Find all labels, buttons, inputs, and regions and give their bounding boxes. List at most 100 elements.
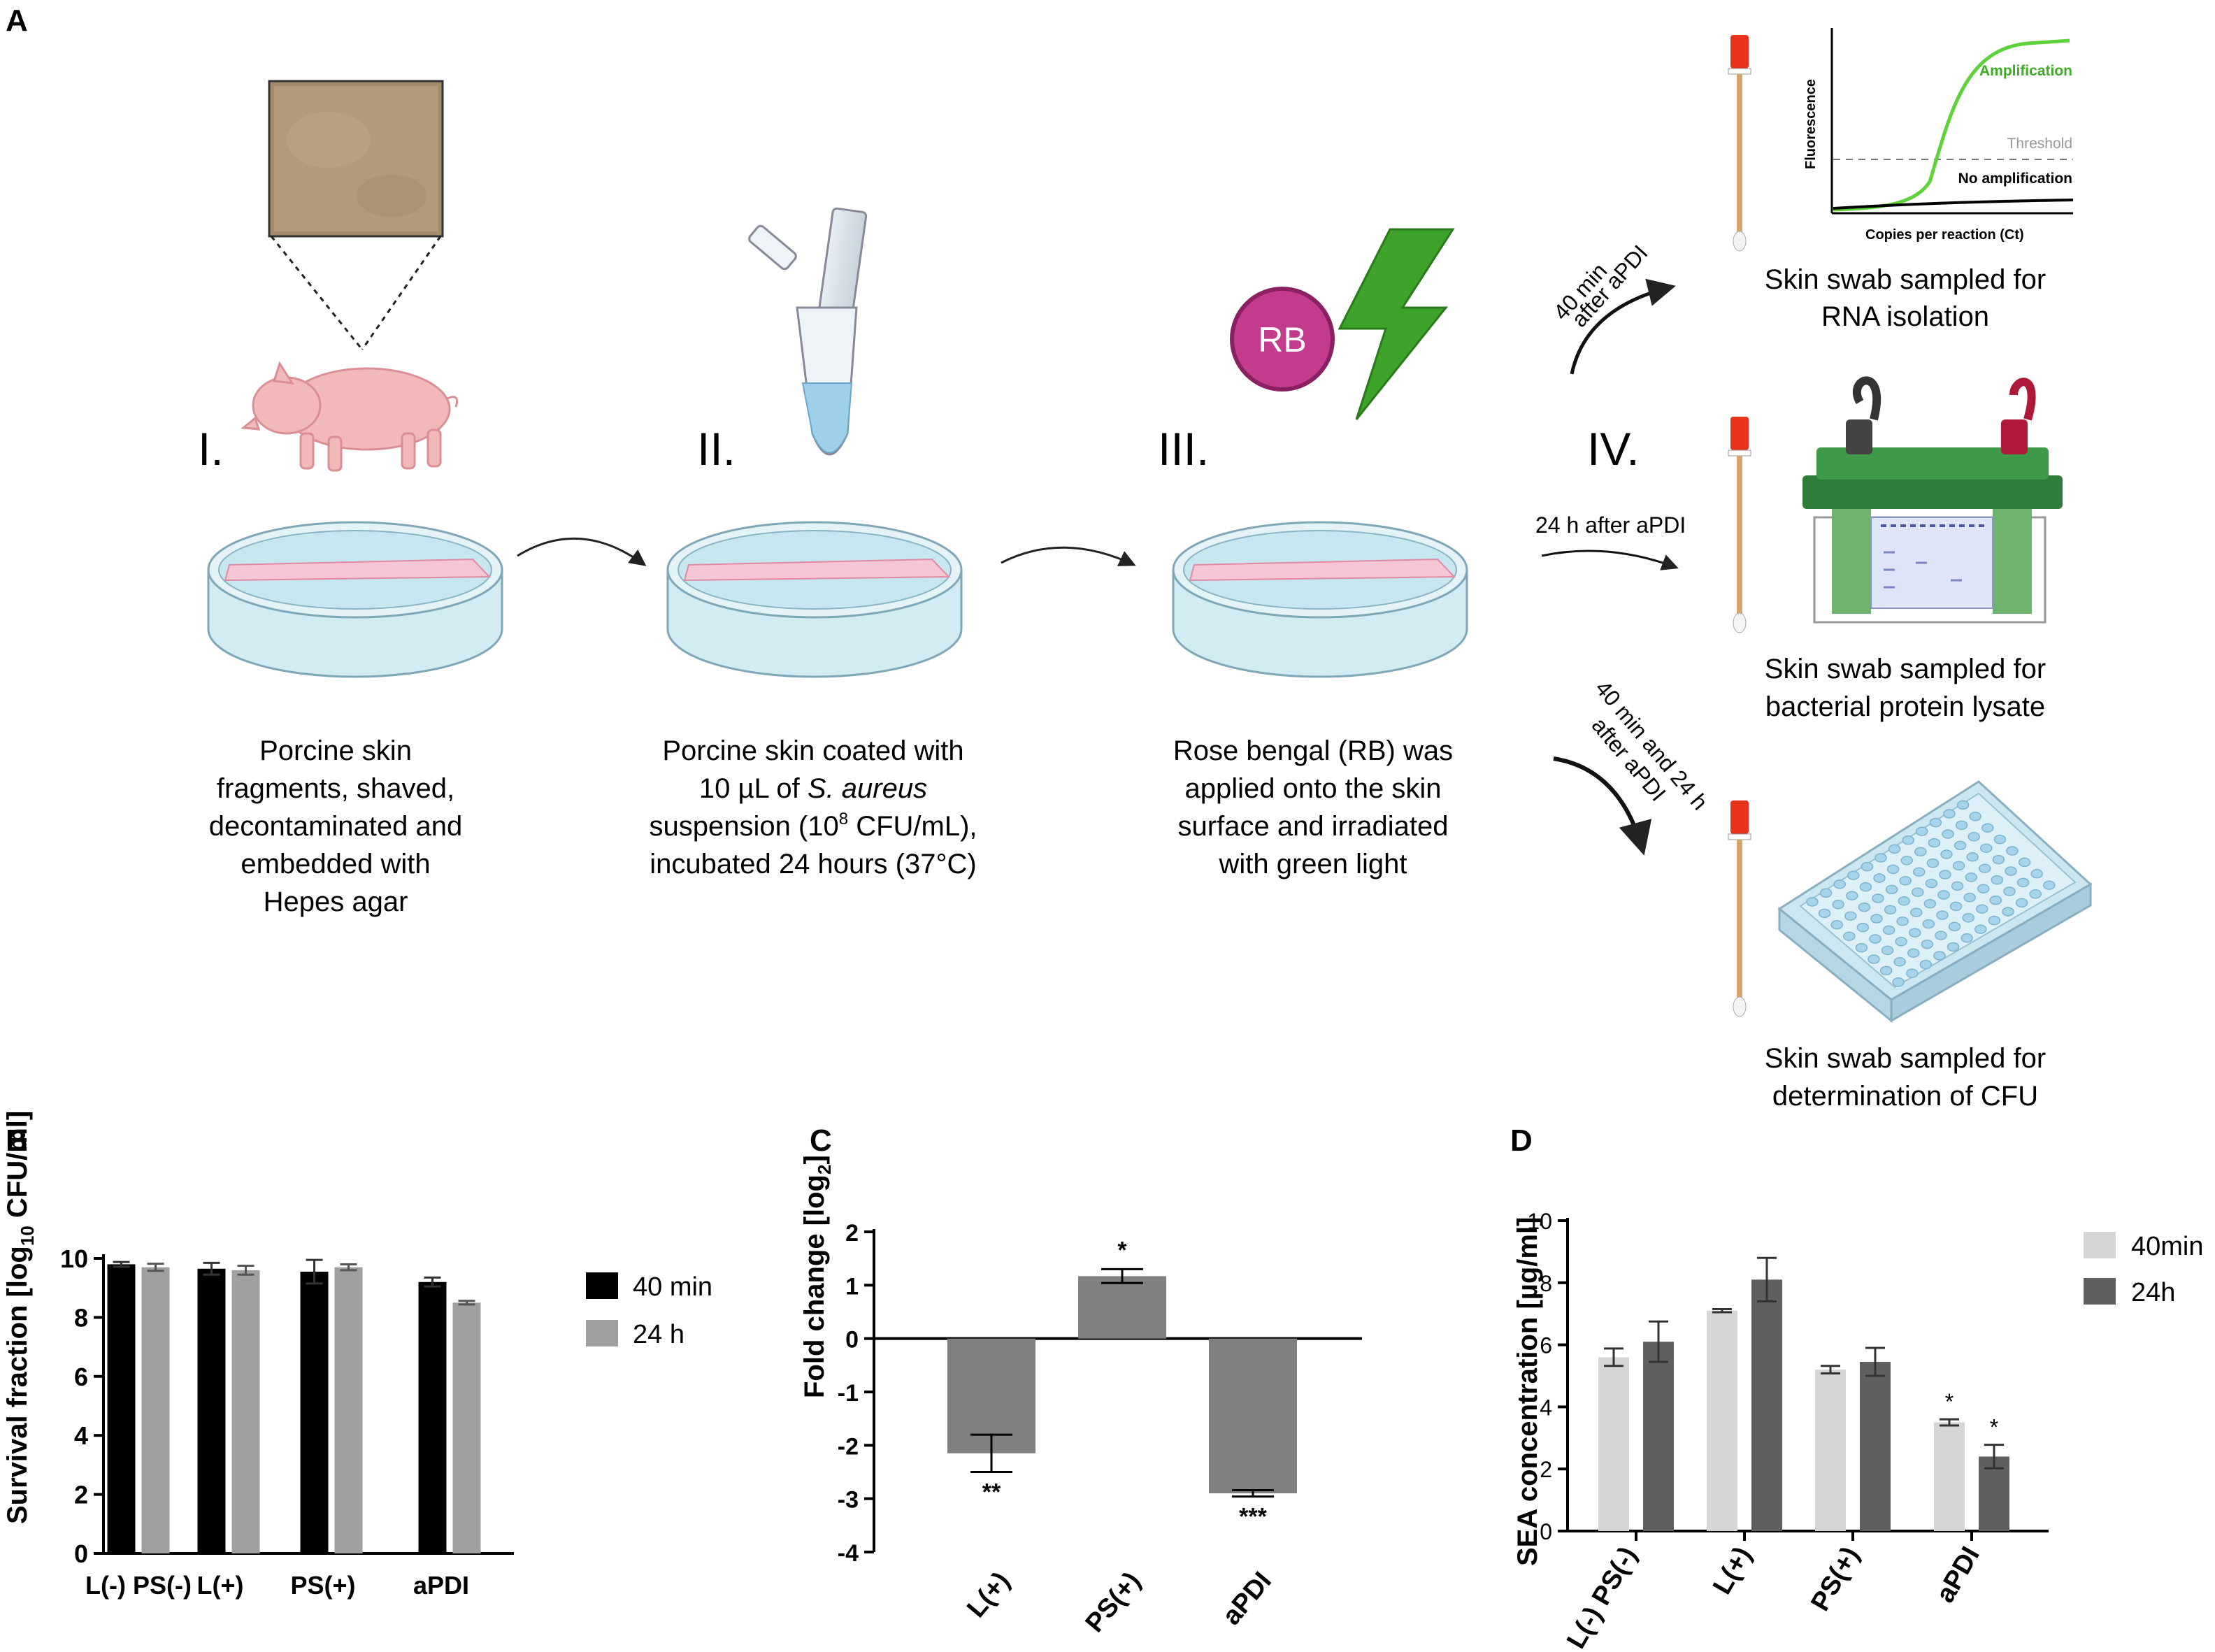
chart-b-bar xyxy=(452,1302,481,1553)
step-3-caption-line: Rose bengal (RB) was xyxy=(1173,735,1453,766)
chart-b-bar xyxy=(418,1281,447,1553)
chart-b-xtick-label: L(-) PS(-) xyxy=(85,1571,192,1600)
chart-d-legend-label: 40min xyxy=(2131,1232,2204,1261)
chart-c-xtick-label: PS(+) xyxy=(1080,1567,1147,1638)
step-numeral-3: III. xyxy=(1158,423,1209,475)
plate-well xyxy=(1819,888,1833,898)
pipette-tube-icon xyxy=(748,207,868,456)
plate-well xyxy=(2006,846,2019,856)
step-numeral-2: II. xyxy=(697,423,736,475)
step-3-caption: Rose bengal (RB) was applied onto the sk… xyxy=(1173,735,1453,879)
plate-well xyxy=(1847,870,1860,880)
panel-label-c: C xyxy=(810,1123,832,1158)
plate-well xyxy=(1960,933,1973,943)
plate-well xyxy=(1879,965,1893,976)
plate-well xyxy=(1886,864,1900,875)
plate-well xyxy=(1909,928,1921,938)
plate-well xyxy=(1936,910,1949,920)
chart-c-significance: *** xyxy=(1239,1504,1267,1530)
arrow-to-rna xyxy=(1570,278,1676,375)
plate-well xyxy=(1861,861,1874,872)
zoom-line-left xyxy=(270,236,364,350)
plate-well xyxy=(1989,895,2002,905)
plate-well xyxy=(1992,854,2005,865)
plate-well xyxy=(1893,957,1906,967)
chart-d-ytick-label: 0 xyxy=(1540,1519,1552,1544)
pcr-amplification-plot xyxy=(1830,28,2074,215)
plate-well xyxy=(1882,925,1895,935)
plate-well xyxy=(1942,829,1954,839)
plate-well xyxy=(1948,921,1961,932)
plate-well xyxy=(1855,942,1868,953)
plate-well xyxy=(1892,977,1905,987)
plate-well xyxy=(2005,866,2017,876)
outcome-rna-line: RNA isolation xyxy=(1821,301,1989,332)
outcome-protein-line: Skin swab sampled for xyxy=(1765,654,2046,684)
plate-well xyxy=(2043,880,2056,890)
plate-well xyxy=(1952,861,1965,871)
chart-c: 210-1-2-3-4******L(+)PS(+)aPDI xyxy=(838,1220,1362,1638)
chart-b-legend-swatch xyxy=(586,1320,618,1346)
plate-well xyxy=(1885,884,1898,895)
step-3-caption-line: with green light xyxy=(1218,849,1407,879)
outcome-captions: Skin swab sampled for RNA isolation Skin… xyxy=(1765,264,2046,1112)
chart-d-legend-label: 24h xyxy=(2131,1278,2175,1307)
plate-well xyxy=(1902,835,1914,845)
arrow-to-cfu xyxy=(1553,756,1652,856)
panel-label-a: A xyxy=(6,3,28,38)
petri-dish-1 xyxy=(207,521,503,678)
chart-d-bar xyxy=(1643,1342,1674,1531)
step-numeral-1: I. xyxy=(198,423,224,475)
plate-well xyxy=(1955,820,1968,831)
plate-well xyxy=(1926,858,1940,868)
arrow-step1-to-step2 xyxy=(517,537,647,566)
arrow-to-protein xyxy=(1541,550,1679,570)
plate-well xyxy=(1870,914,1883,924)
plate-well xyxy=(1974,924,1987,934)
pig-icon xyxy=(241,361,458,472)
plate-well xyxy=(1925,878,1938,889)
plate-well xyxy=(1969,812,1981,821)
outcome-protein-line: bacterial protein lysate xyxy=(1765,691,2045,722)
chart-d-legend-swatch xyxy=(2084,1278,2116,1305)
plate-well xyxy=(1907,948,1920,958)
outcome-rna-line: Skin swab sampled for xyxy=(1765,264,2046,295)
plate-well xyxy=(1832,900,1844,910)
plate-well xyxy=(1967,832,1980,842)
chart-c-significance: ** xyxy=(982,1479,1001,1506)
plate-well xyxy=(1858,902,1871,912)
chart-b-legend-label: 24 h xyxy=(633,1320,684,1349)
plate-well xyxy=(1856,922,1870,933)
chart-c-bar xyxy=(1209,1338,1297,1494)
chart-c-ytick-label: -4 xyxy=(838,1540,859,1567)
plate-well xyxy=(1910,907,1923,917)
step-3-caption-line: applied onto the skin xyxy=(1185,773,1442,804)
plate-well xyxy=(1869,934,1881,944)
chart-d-bar xyxy=(1860,1362,1891,1531)
chart-c-significance: * xyxy=(1117,1237,1127,1263)
plate-well xyxy=(1833,879,1846,889)
plate-well xyxy=(1979,863,1991,873)
plate-well xyxy=(2018,857,2031,868)
plate-well xyxy=(1912,887,1924,897)
plate-well xyxy=(1895,937,1907,947)
plate-well xyxy=(1940,849,1953,859)
chart-b-legend-label: 40 min xyxy=(633,1272,712,1302)
plate-well xyxy=(1898,896,1910,906)
plate-well xyxy=(1913,867,1926,877)
plate-well xyxy=(1939,870,1951,879)
chart-c-ylabel: Fold change [log2] xyxy=(799,1155,835,1398)
chart-c-ytick-label: -2 xyxy=(838,1433,859,1460)
panel-label-d: D xyxy=(1510,1123,1533,1158)
step-1-caption-line: Hepes agar xyxy=(264,886,408,917)
plate-well xyxy=(1921,939,1934,949)
outcome-cfu-line: determination of CFU xyxy=(1772,1081,2038,1112)
plate-well xyxy=(1874,853,1887,863)
chart-d-xtick-label: L(+) xyxy=(1707,1542,1758,1600)
plate-well xyxy=(1976,904,1988,914)
plate-well xyxy=(2015,898,2028,908)
panel-label-b: B xyxy=(6,1123,28,1158)
plate-well xyxy=(1899,876,1912,886)
chart-b-ytick-label: 10 xyxy=(60,1244,88,1273)
